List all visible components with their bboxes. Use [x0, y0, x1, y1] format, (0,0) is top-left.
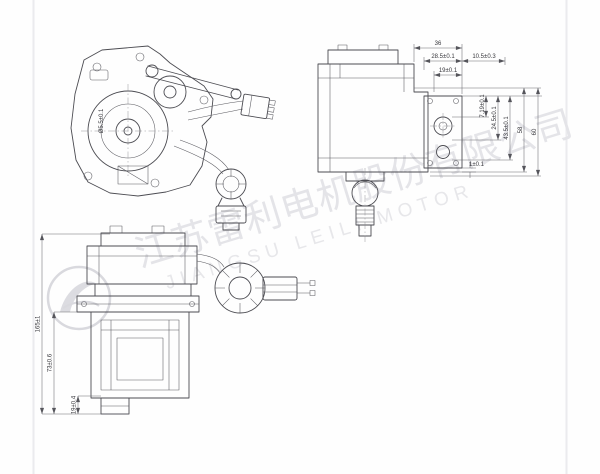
dim-width-upper: 28.5±0.1 — [431, 54, 455, 60]
dim-width-total: 36 — [435, 41, 442, 47]
front-bracket-outline — [70, 45, 214, 197]
dim-height-total: 165±1 — [36, 315, 42, 332]
side-view-dimensions: 36 28.5±0.1 10.5±0.3 19±0.1 7.19±0.1 24.… — [413, 41, 542, 178]
plate-lower-hole — [436, 145, 450, 159]
dim-height-lower: 73±0.6 — [48, 353, 54, 372]
dim-height-tab: 19±0.4 — [72, 395, 78, 414]
dim-bore: Ø5.5±0.1 — [99, 108, 105, 133]
connector-plug-round — [215, 168, 247, 231]
bottom-view-dimensions: 165±1 73±0.6 19±0.4 — [36, 233, 129, 415]
front-view: Ø5.5±0.1 — [70, 45, 276, 231]
side-view: 36 28.5±0.1 10.5±0.3 19±0.1 7.19±0.1 24.… — [317, 41, 542, 242]
side-mount-plate — [423, 95, 463, 169]
mount-hole — [135, 52, 145, 62]
front-centerlines — [81, 84, 175, 178]
side-top-cap — [327, 49, 399, 65]
logo-ring — [46, 265, 112, 331]
sheet-border — [32, 0, 568, 474]
bottom-lower-body — [90, 311, 190, 399]
mount-hole — [150, 178, 160, 188]
leili-logo-watermark — [46, 265, 112, 331]
front-lever-arm — [145, 64, 242, 100]
front-pinion — [153, 75, 187, 109]
mount-hole — [92, 62, 102, 72]
bottom-connector — [196, 253, 316, 314]
dim-height-3: 43.5±0.1 — [504, 116, 510, 140]
mount-hole — [83, 171, 93, 181]
dim-width-inner: 19±0.1 — [439, 68, 458, 74]
bottom-view: 165±1 73±0.6 19±0.4 — [36, 225, 316, 415]
dim-height-4: 58 — [518, 126, 524, 133]
mount-hole — [199, 95, 209, 105]
dim-width-right: 10.5±0.3 — [472, 54, 496, 60]
side-output-shaft — [345, 168, 385, 242]
dim-height-5: 60 — [532, 128, 538, 135]
dim-height-1: 7.19±0.1 — [480, 94, 486, 118]
wire-harness-upper — [187, 100, 244, 121]
side-body-outline — [317, 63, 429, 173]
connector-plug-small — [240, 93, 276, 120]
wire-harness-lower — [173, 139, 230, 175]
dim-gap: 1±0.1 — [469, 162, 485, 168]
dim-height-2: 24.5±0.1 — [492, 106, 498, 130]
